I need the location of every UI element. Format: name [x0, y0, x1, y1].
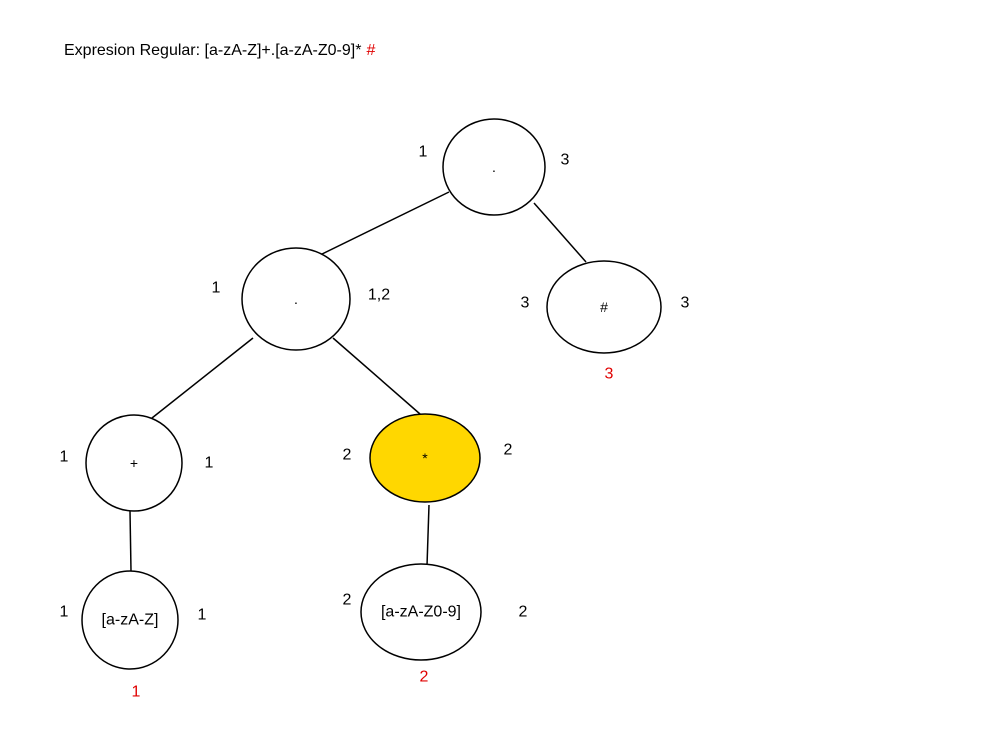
end-marker: #: [366, 42, 376, 59]
lastpos-letters: 1: [198, 607, 207, 624]
node-label-alnum: [a-zA-Z0-9]: [381, 604, 461, 621]
lastpos-plus: 1: [205, 455, 214, 472]
position-alnum: 2: [420, 669, 429, 686]
node-plus: [85, 414, 183, 512]
node-label-plus: +: [130, 455, 138, 471]
node-label-letters: [a-zA-Z]: [102, 612, 159, 629]
lastpos-cat: 1,2: [368, 287, 390, 304]
tree-nodes: [81, 118, 662, 670]
edge-root-cat: [319, 191, 450, 256]
tree-edges: [129, 191, 587, 572]
node-letters: [81, 570, 179, 670]
edge-cat-plus: [151, 337, 254, 419]
firstpos-plus: 1: [60, 449, 69, 466]
position-end: 3: [605, 366, 614, 383]
node-label-end: #: [600, 299, 608, 315]
node-alnum: [360, 563, 482, 661]
firstpos-alnum: 2: [343, 592, 352, 609]
node-label-root: .: [492, 159, 496, 175]
firstpos-star: 2: [343, 447, 352, 464]
lastpos-star: 2: [504, 442, 513, 459]
firstpos-cat: 1: [212, 280, 221, 297]
lastpos-alnum: 2: [519, 604, 528, 621]
edge-plus-letters: [129, 510, 132, 572]
node-end: [546, 260, 662, 354]
node-root: [442, 118, 546, 216]
edge-star-alnum: [426, 504, 430, 567]
node-cat: [241, 247, 351, 351]
lastpos-end: 3: [681, 295, 690, 312]
lastpos-root: 3: [561, 152, 570, 169]
position-letters: 1: [132, 684, 141, 701]
tree-labels: . 1 3. 1 1,2 #3 3 3 +1 1 * 2 2 [a-zA-Z] 1 1 1 [a-zA-Z0-9]…: [60, 144, 690, 701]
node-label-cat: .: [294, 291, 298, 307]
edge-cat-star: [332, 337, 421, 415]
node-label-star: *: [422, 450, 428, 466]
node-star: [369, 413, 481, 503]
regex-text: Expresion Regular: [a-zA-Z]+.[a-zA-Z0-9]…: [64, 42, 362, 59]
edge-root-end: [533, 202, 587, 263]
firstpos-letters: 1: [60, 604, 69, 621]
firstpos-end: 3: [521, 295, 530, 312]
firstpos-root: 1: [419, 144, 428, 161]
diagram-title: Expresion Regular: [a-zA-Z]+.[a-zA-Z0-9]…: [64, 42, 375, 60]
